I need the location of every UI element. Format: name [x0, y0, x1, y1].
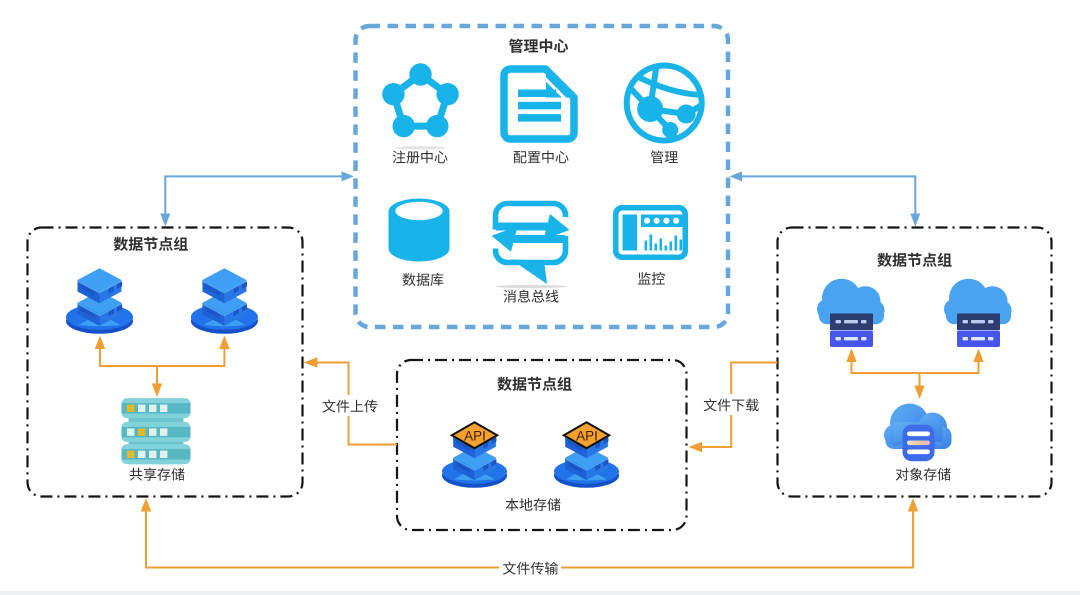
svg-text:API: API [576, 428, 598, 443]
svg-text:API: API [464, 428, 486, 443]
